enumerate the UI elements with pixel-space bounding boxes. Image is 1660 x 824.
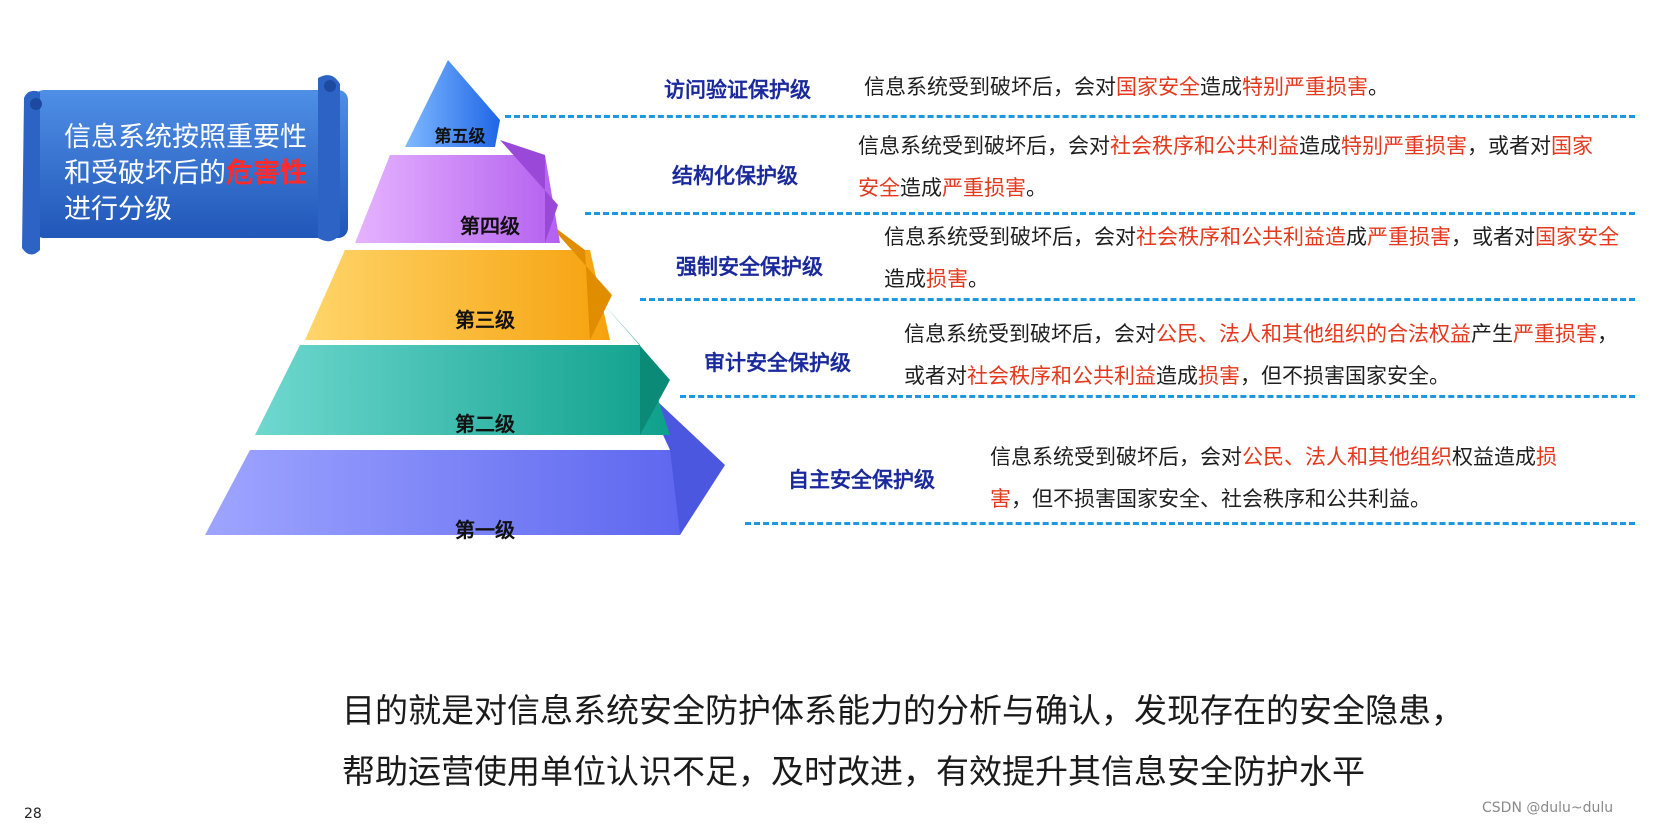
pyramid-level-1 xyxy=(205,450,710,535)
description-text: 。 xyxy=(1026,176,1047,200)
highlight-text: 公民、法人和其他组织 xyxy=(1242,445,1452,469)
description-text: 信息系统受到破坏后，会对 xyxy=(990,445,1242,469)
category-level-4: 结构化保护级 xyxy=(672,164,798,188)
category-level-2: 审计安全保护级 xyxy=(704,351,851,375)
separator-3 xyxy=(640,298,1635,301)
description-text: ，但不损害国家安全。 xyxy=(1240,364,1450,388)
pyramid-diagram xyxy=(205,60,725,535)
description-text: 造成 xyxy=(1200,75,1242,99)
banner-text: 信息系统按照重要性 和受破坏后的危害性 进行分级 xyxy=(64,120,354,228)
description-text: 信息系统受到破坏后，会对 xyxy=(864,75,1116,99)
banner-highlight: 危害性 xyxy=(226,158,307,189)
description-text: 信息系统受到破坏后，会对 xyxy=(904,322,1156,346)
banner-line-1: 信息系统按照重要性 xyxy=(64,122,307,153)
highlight-text: 特别严重损害 xyxy=(1242,75,1368,99)
description-text: 成 xyxy=(1346,225,1367,249)
highlight-text: 社会秩序和公共利益 xyxy=(967,364,1156,388)
highlight-text: 严重损害 xyxy=(942,176,1026,200)
highlight-text: 社会秩序和公共利益造 xyxy=(1136,225,1346,249)
highlight-text: 损害 xyxy=(926,267,968,291)
level-label-4: 第四级 xyxy=(460,214,520,238)
pyramid-level-3 xyxy=(305,250,610,340)
highlight-text: 严重损害 xyxy=(1513,322,1597,346)
highlight-text: 特别严重损害 xyxy=(1341,134,1467,158)
description-level-3: 信息系统受到破坏后，会对社会秩序和公共利益造成严重损害，或者对国家安全造成损害。 xyxy=(884,216,1624,300)
highlight-text: 国家安全 xyxy=(1535,225,1619,249)
level-label-3: 第三级 xyxy=(455,308,515,332)
highlight-text: 损害 xyxy=(1198,364,1240,388)
highlight-text: 国家安全 xyxy=(858,134,1593,200)
description-text: 造成 xyxy=(900,176,942,200)
description-text: 信息系统受到破坏后，会对 xyxy=(884,225,1136,249)
description-text: 造成 xyxy=(884,267,926,291)
description-text: 权益造成 xyxy=(1452,445,1536,469)
description-level-4: 信息系统受到破坏后，会对社会秩序和公共利益造成特别严重损害，或者对国家安全造成严… xyxy=(858,125,1610,209)
category-level-1: 自主安全保护级 xyxy=(788,468,935,492)
highlight-text: 公民、法人和其他组织的合法权益 xyxy=(1156,322,1471,346)
summary-line-2: 帮助运营使用单位认识不足，及时改进，有效提升其信息安全防护水平 xyxy=(342,752,1365,791)
pyramid-level-5 xyxy=(405,60,500,147)
description-level-2: 信息系统受到破坏后，会对公民、法人和其他组织的合法权益产生严重损害，或者对社会秩… xyxy=(904,313,1626,397)
pyramid-level-4 xyxy=(355,155,560,243)
highlight-text: 损害 xyxy=(990,445,1557,511)
page-number: 28 xyxy=(24,806,42,822)
category-level-3: 强制安全保护级 xyxy=(676,255,823,279)
summary-text: 目的就是对信息系统安全防护体系能力的分析与确认，发现存在的安全隐患， 帮助运营使… xyxy=(342,680,1582,802)
banner-line-2: 和受破坏后的危害性 xyxy=(64,158,307,189)
description-text: ，或者对 xyxy=(1467,134,1551,158)
description-text: 信息系统受到破坏后，会对 xyxy=(858,134,1110,158)
description-level-1: 信息系统受到破坏后，会对公民、法人和其他组织权益造成损害，但不损害国家安全、社会… xyxy=(990,436,1590,520)
description-text: 。 xyxy=(1368,75,1389,99)
separator-5 xyxy=(745,522,1635,525)
separator-4 xyxy=(680,395,1635,398)
highlight-text: 社会秩序和公共利益 xyxy=(1110,134,1299,158)
highlight-text: 国家安全 xyxy=(1116,75,1200,99)
summary-line-1: 目的就是对信息系统安全防护体系能力的分析与确认，发现存在的安全隐患， xyxy=(342,691,1464,730)
description-text: ，或者对 xyxy=(1451,225,1535,249)
banner-line-3: 进行分级 xyxy=(64,194,172,225)
separator-2 xyxy=(585,212,1635,215)
watermark: CSDN @dulu~dulu xyxy=(1482,800,1614,816)
description-text: 。 xyxy=(968,267,989,291)
level-label-5: 第五级 xyxy=(434,127,486,147)
description-text: 造成 xyxy=(1299,134,1341,158)
description-text: 产生 xyxy=(1471,322,1513,346)
description-text: 造成 xyxy=(1156,364,1198,388)
highlight-text: 严重损害 xyxy=(1367,225,1451,249)
banner-scroll xyxy=(22,75,348,255)
separator-1 xyxy=(505,115,1635,118)
description-text: ，但不损害国家安全、社会秩序和公共利益。 xyxy=(1011,487,1431,511)
level-label-1: 第一级 xyxy=(455,518,515,542)
description-level-5: 信息系统受到破坏后，会对国家安全造成特别严重损害。 xyxy=(864,66,1624,108)
level-label-2: 第二级 xyxy=(455,412,515,436)
pyramid-level-2 xyxy=(255,345,670,435)
category-level-5: 访问验证保护级 xyxy=(664,78,811,102)
description-text: ，或者对 xyxy=(904,322,1618,388)
